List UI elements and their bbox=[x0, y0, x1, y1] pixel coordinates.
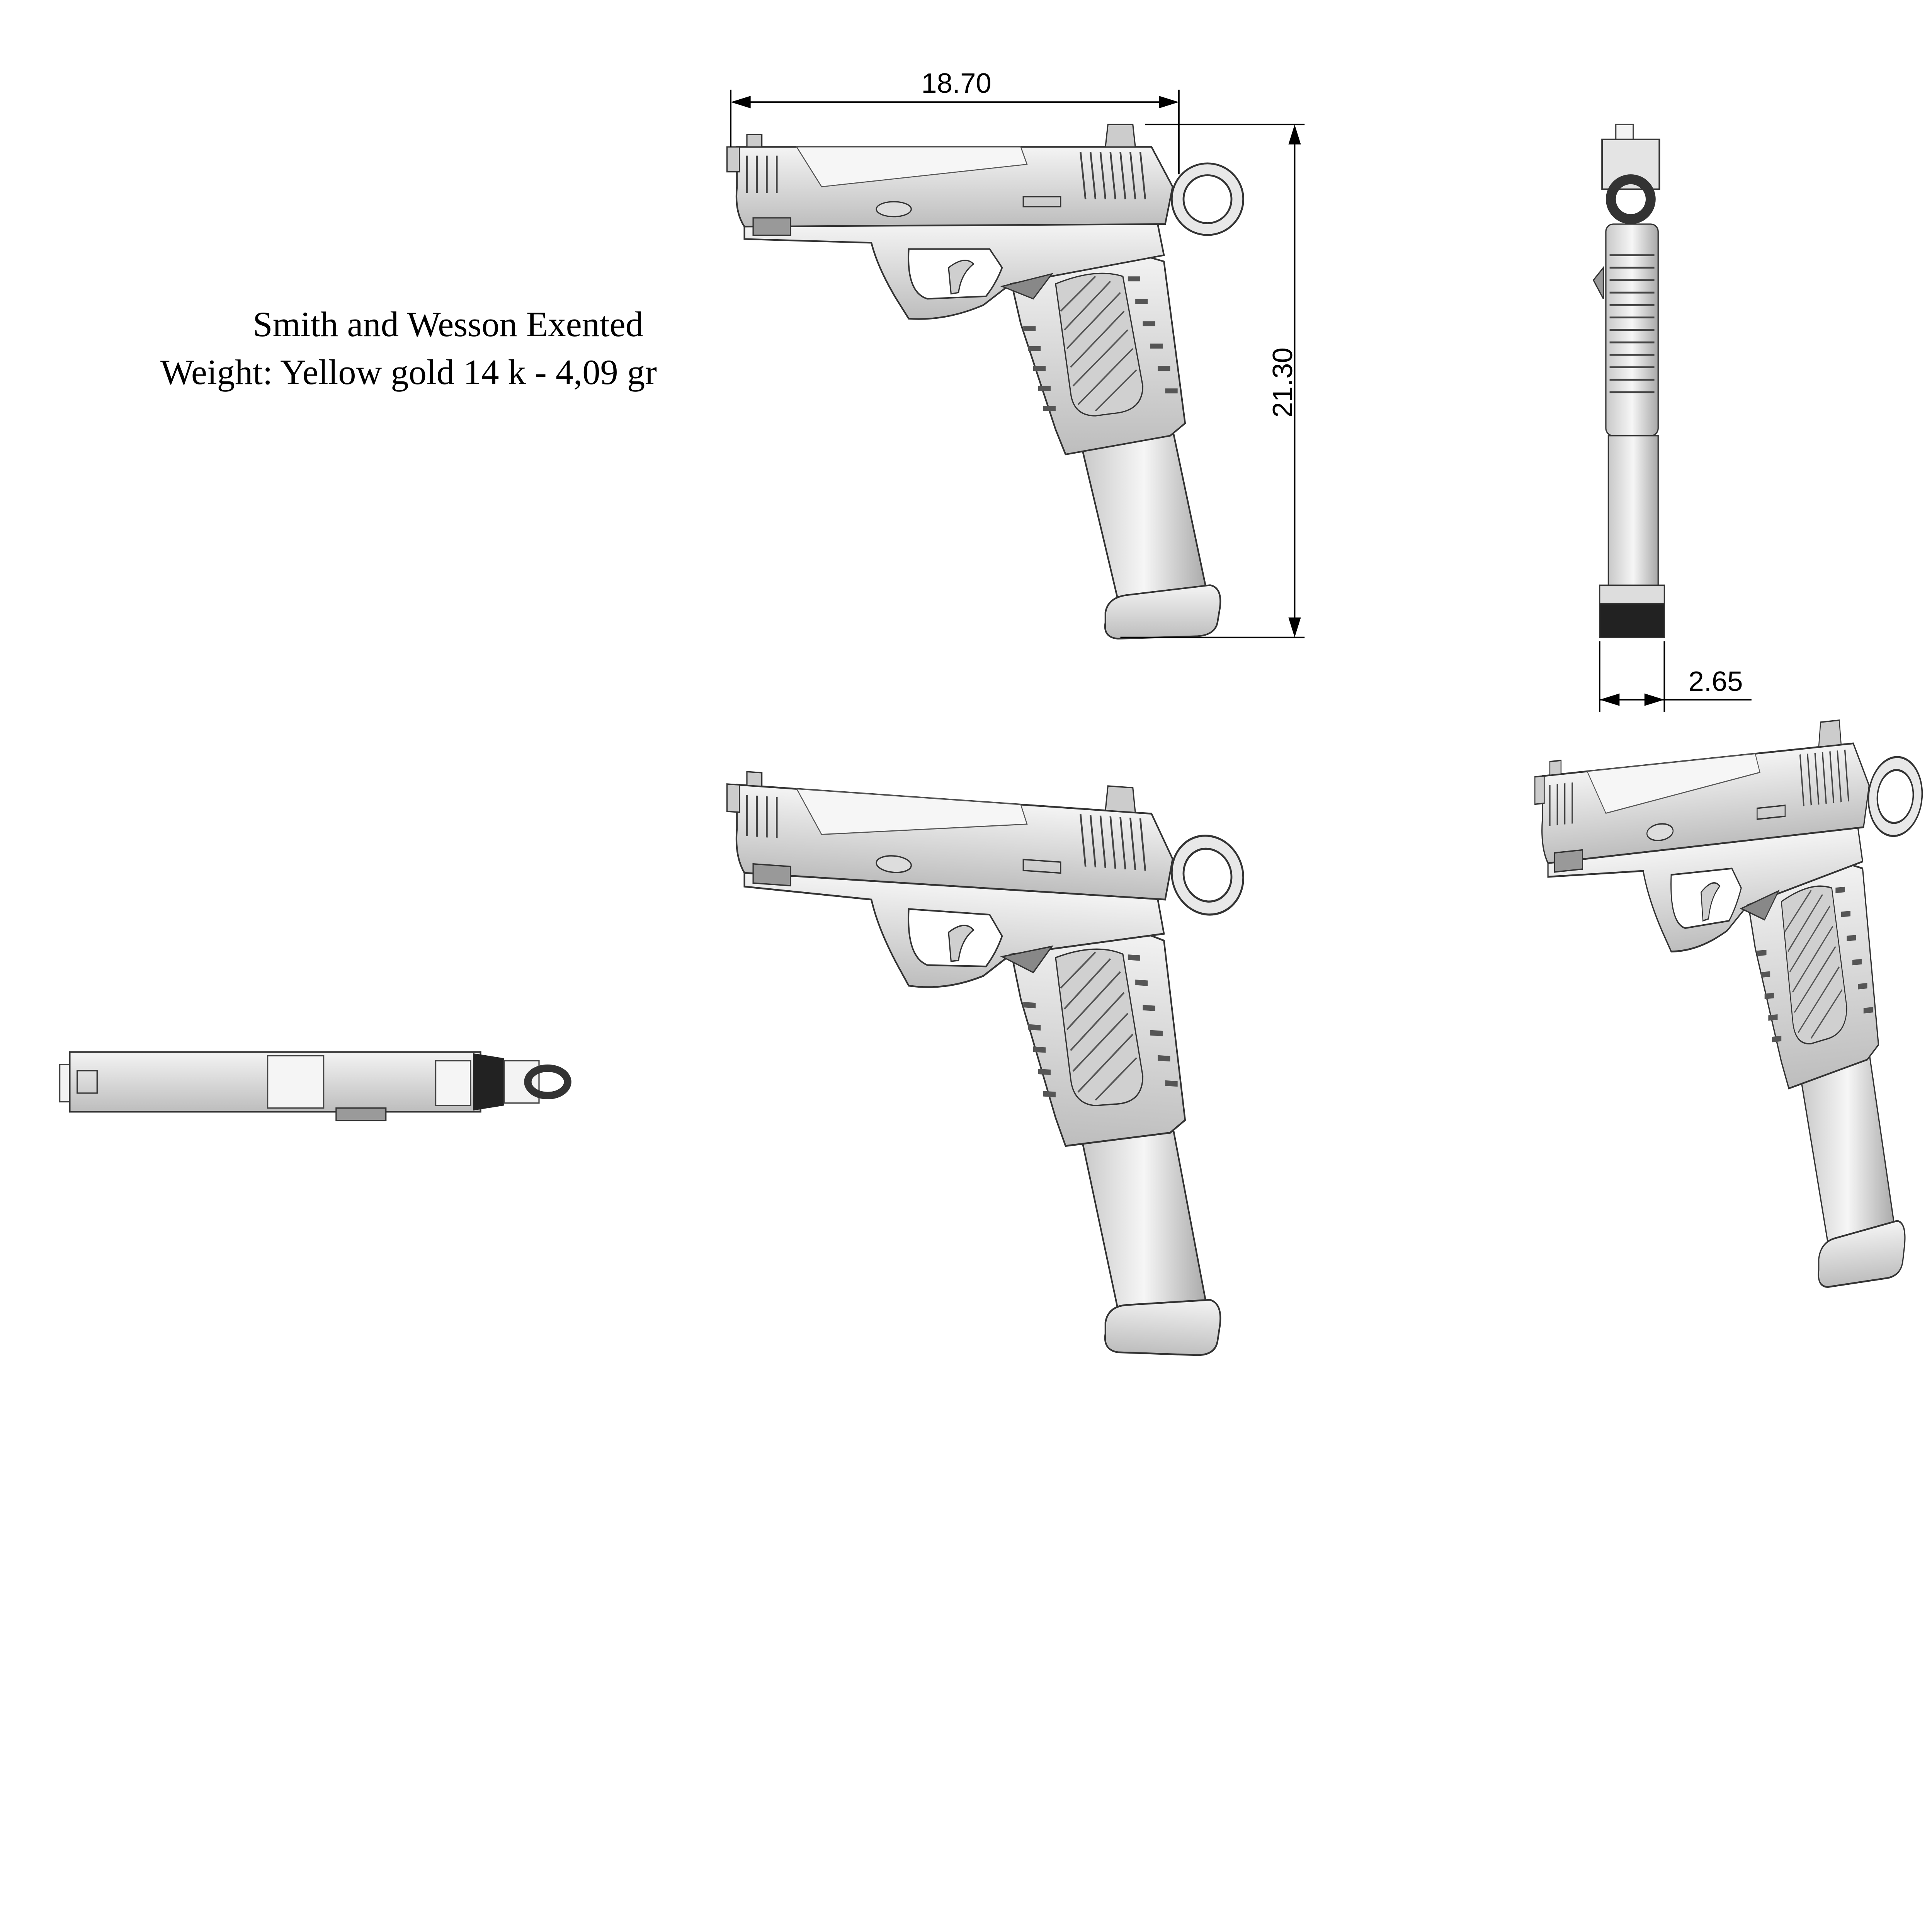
pistol-side-view bbox=[727, 124, 1237, 639]
dimension-width-label: 2.65 bbox=[1688, 665, 1743, 697]
drawing-sheet bbox=[59, 89, 1932, 1417]
drawing-frame: Smith and Wesson Exented Weight: Yellow … bbox=[59, 68, 1932, 1417]
dimension-width-lines bbox=[1599, 641, 1752, 712]
title-weight: Weight: Yellow gold 14 k - 4,09 gr bbox=[160, 353, 657, 393]
pistol-front-view bbox=[1592, 124, 1665, 638]
dimension-length-label: 18.70 bbox=[921, 68, 992, 99]
pistol-perspective-view-left bbox=[727, 759, 1237, 1361]
pistol-perspective-view-right bbox=[1535, 712, 1918, 1318]
dimension-height-label: 21.30 bbox=[1267, 347, 1298, 418]
dimension-height-lines bbox=[1120, 124, 1305, 638]
title-model-name: Smith and Wesson Exented bbox=[253, 304, 643, 344]
pistol-top-view bbox=[59, 1051, 571, 1121]
dimension-length-lines bbox=[730, 89, 1180, 175]
